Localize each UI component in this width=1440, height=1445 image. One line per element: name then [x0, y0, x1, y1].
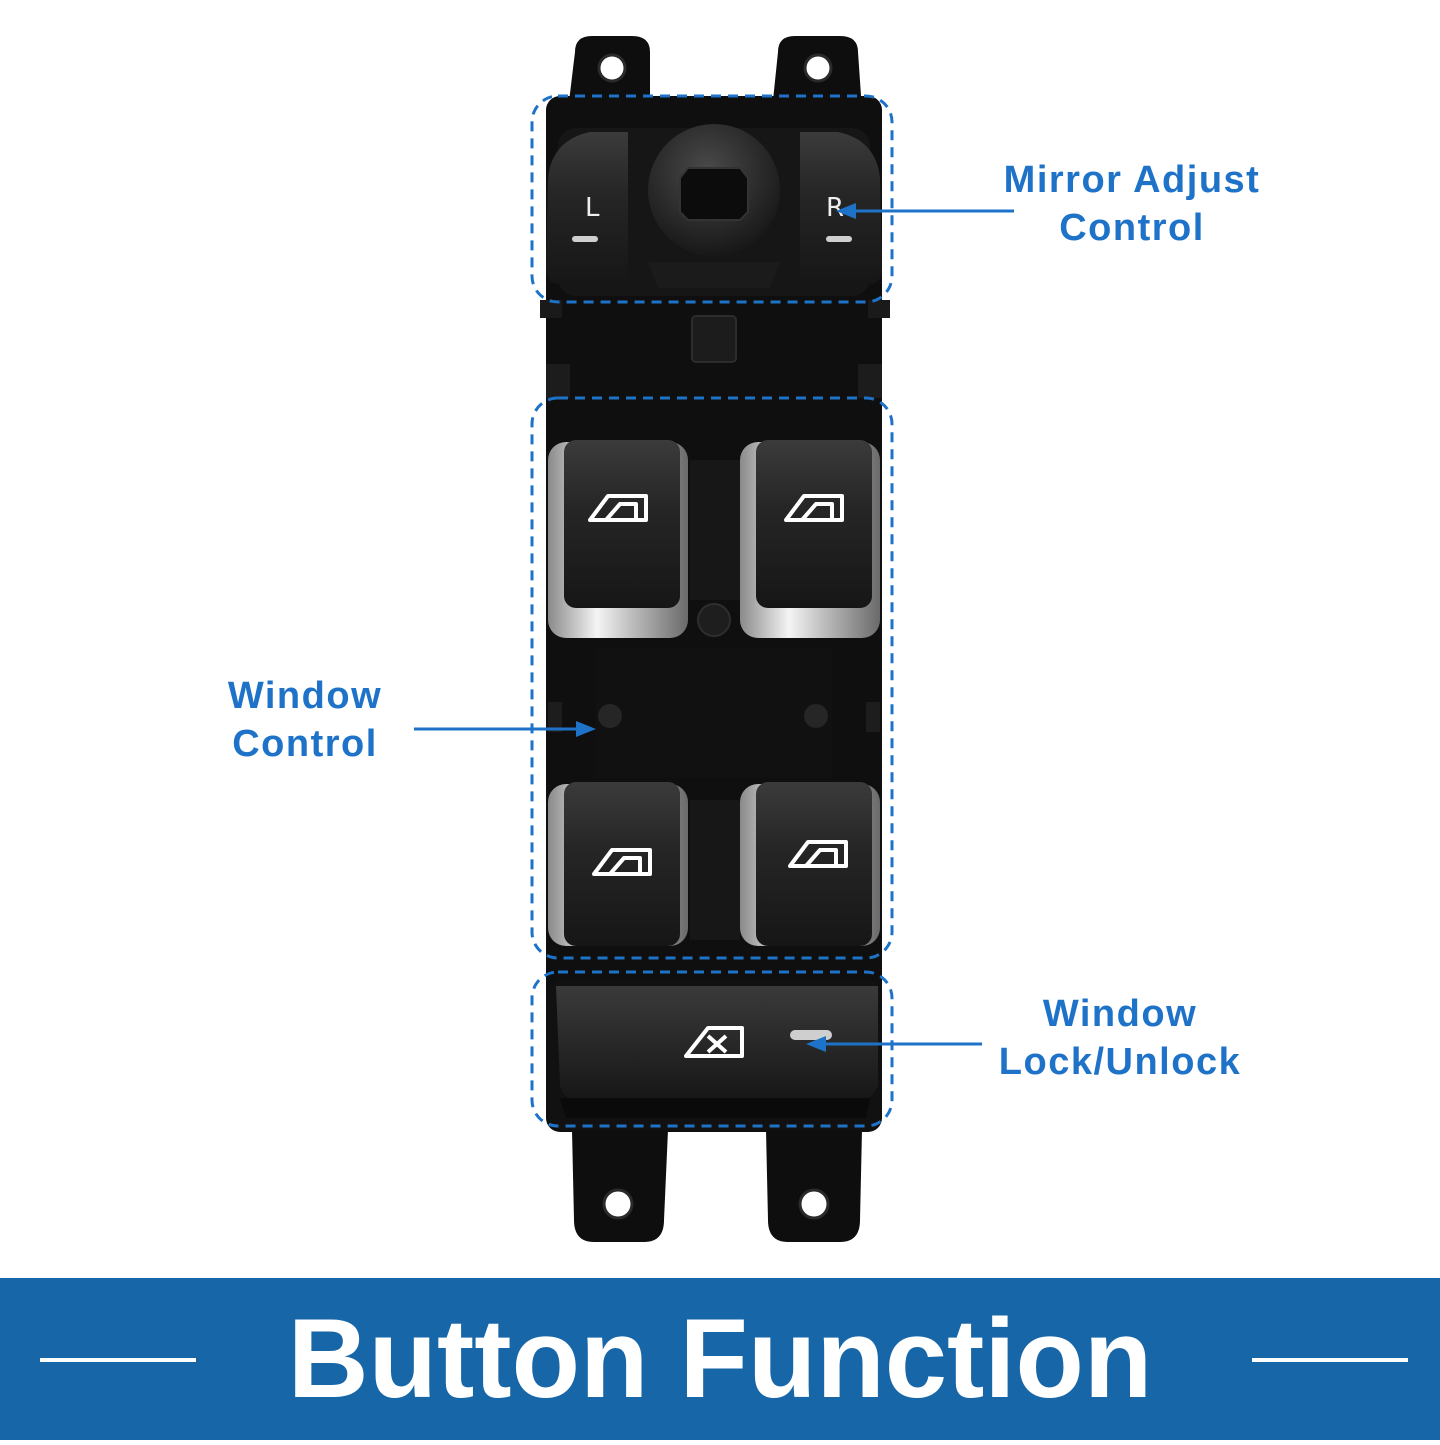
mirror-right-key[interactable]: [800, 132, 882, 284]
window-key-front-left[interactable]: [548, 440, 688, 638]
callout-line: Mirror Adjust: [1003, 159, 1261, 201]
callout-line: Window: [1042, 993, 1198, 1035]
window-icon: [592, 848, 652, 876]
mounting-tab-top-right: [772, 36, 862, 110]
window-lock-icon: [684, 1026, 744, 1058]
window-key-front-right[interactable]: [740, 440, 880, 638]
window-control-callout: Window Control: [190, 672, 420, 768]
mirror-left-key[interactable]: [546, 132, 628, 284]
banner-rule-left: [40, 1358, 196, 1362]
mounting-tab-bottom-left: [572, 1130, 668, 1242]
title-banner: Button Function: [0, 1278, 1440, 1440]
window-highlight-box: [530, 396, 894, 960]
mounting-tab-bottom-right: [766, 1130, 862, 1242]
callout-line: Lock/Unlock: [998, 1041, 1242, 1083]
mirror-adjust-block: [546, 124, 882, 296]
window-lock-callout: Window Lock/Unlock: [970, 990, 1270, 1086]
banner-rule-right: [1252, 1358, 1408, 1362]
window-icon: [588, 494, 648, 522]
mirror-adjust-callout: Mirror Adjust Control: [972, 156, 1292, 252]
mirror-highlight-box: [530, 94, 894, 304]
mirror-right-label: R: [826, 193, 844, 223]
callout-line: Control: [1059, 207, 1205, 249]
window-icon: [784, 494, 844, 522]
callout-line: Control: [232, 723, 378, 765]
callout-line: Window: [227, 675, 383, 717]
banner-title: Button Function: [287, 1296, 1153, 1421]
mounting-tab-top-left: [568, 36, 650, 110]
window-icon: [788, 840, 848, 868]
window-key-rear-left[interactable]: [548, 782, 688, 946]
lock-highlight-box: [530, 970, 894, 1128]
mirror-left-label: L: [585, 193, 600, 223]
